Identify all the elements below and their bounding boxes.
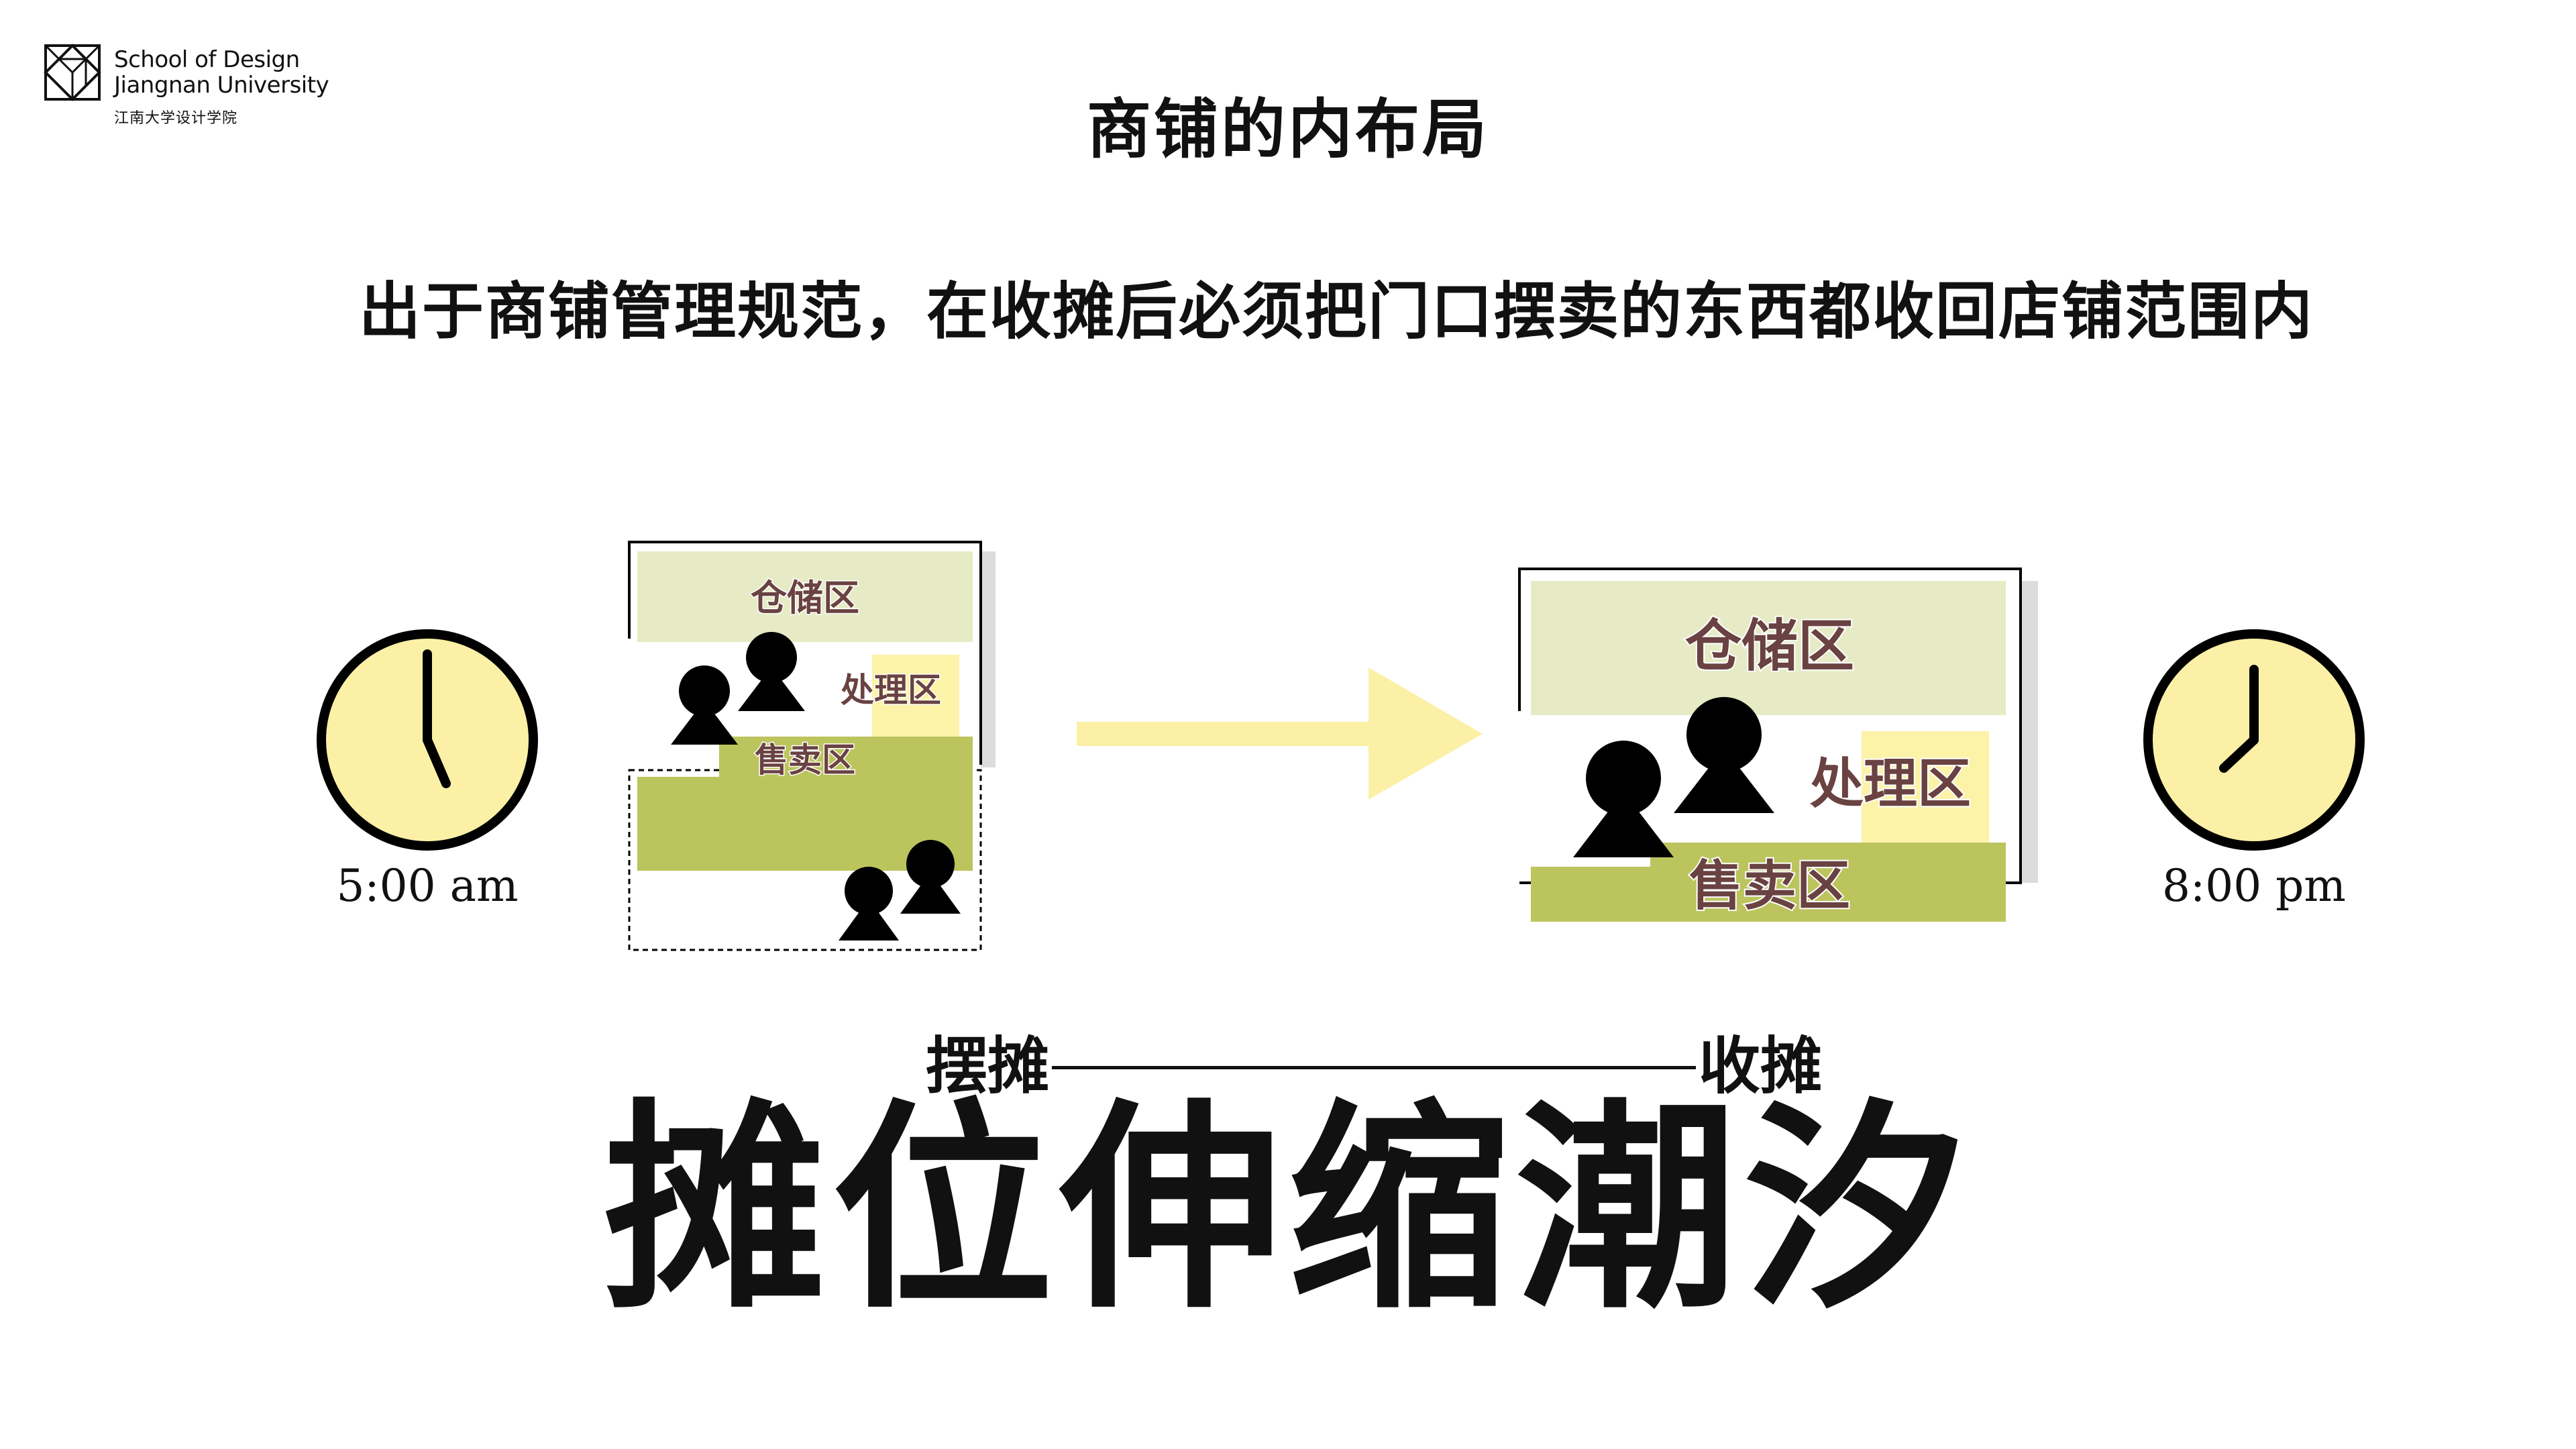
headline: 摊位伸缩潮汐 (604, 1078, 1972, 1338)
timeline-end: 收摊 (1699, 1030, 1823, 1102)
person-icon (900, 840, 961, 914)
person-icon (1573, 741, 1674, 857)
stall-extension-outline (628, 769, 982, 951)
sales-zone (719, 737, 973, 777)
clock-icon (2143, 629, 2365, 851)
sales-label: 售卖区 (755, 740, 855, 780)
school-logo: School of Design Jiangnan University 江南大… (42, 42, 337, 136)
storage-label: 仓储区 (1685, 612, 1854, 679)
time-label-evening: 8:00 pm (2161, 860, 2347, 912)
person-icon (1674, 697, 1774, 813)
logo-name-cn: 江南大学设计学院 (114, 110, 238, 127)
timeline: 摆摊 收摊 (926, 1016, 1822, 1106)
logo-mark-icon (44, 44, 101, 101)
logo-university-en: Jiangnan University (114, 72, 329, 99)
sales-label: 售卖区 (1689, 854, 1850, 917)
timeline-line (1052, 1065, 1697, 1069)
sales-zone-lower (1531, 867, 2006, 922)
storage-zone (637, 551, 973, 642)
processing-zone (872, 655, 959, 742)
storage-label: 仓储区 (751, 576, 859, 619)
timeline-start: 摆摊 (926, 1030, 1050, 1102)
clock-icon (317, 629, 538, 851)
storage-zone (1531, 581, 2006, 715)
time-label-morning: 5:00 am (336, 860, 519, 912)
shop-layout-morning: 仓储区 处理区 售卖区 (628, 541, 996, 951)
logo-school-en: School of Design (114, 46, 300, 73)
page-title: 商铺的内布局 (1087, 91, 1489, 167)
person-icon (671, 665, 738, 745)
processing-label: 处理区 (841, 670, 941, 710)
person-icon (839, 867, 899, 941)
shop-wall (628, 541, 982, 765)
shop-shadow (2021, 581, 2038, 883)
shop-layout-evening: 仓储区 处理区 售卖区 (1518, 568, 2038, 922)
processing-zone (1862, 731, 1989, 852)
processing-label: 处理区 (1810, 752, 1971, 815)
shop-shadow (981, 551, 996, 767)
arrow-right-icon (1077, 667, 1483, 800)
person-icon (738, 632, 805, 711)
subtitle: 出于商铺管理规范，在收摊后必须把门口摆卖的东西都收回店铺范围内 (359, 275, 2314, 347)
